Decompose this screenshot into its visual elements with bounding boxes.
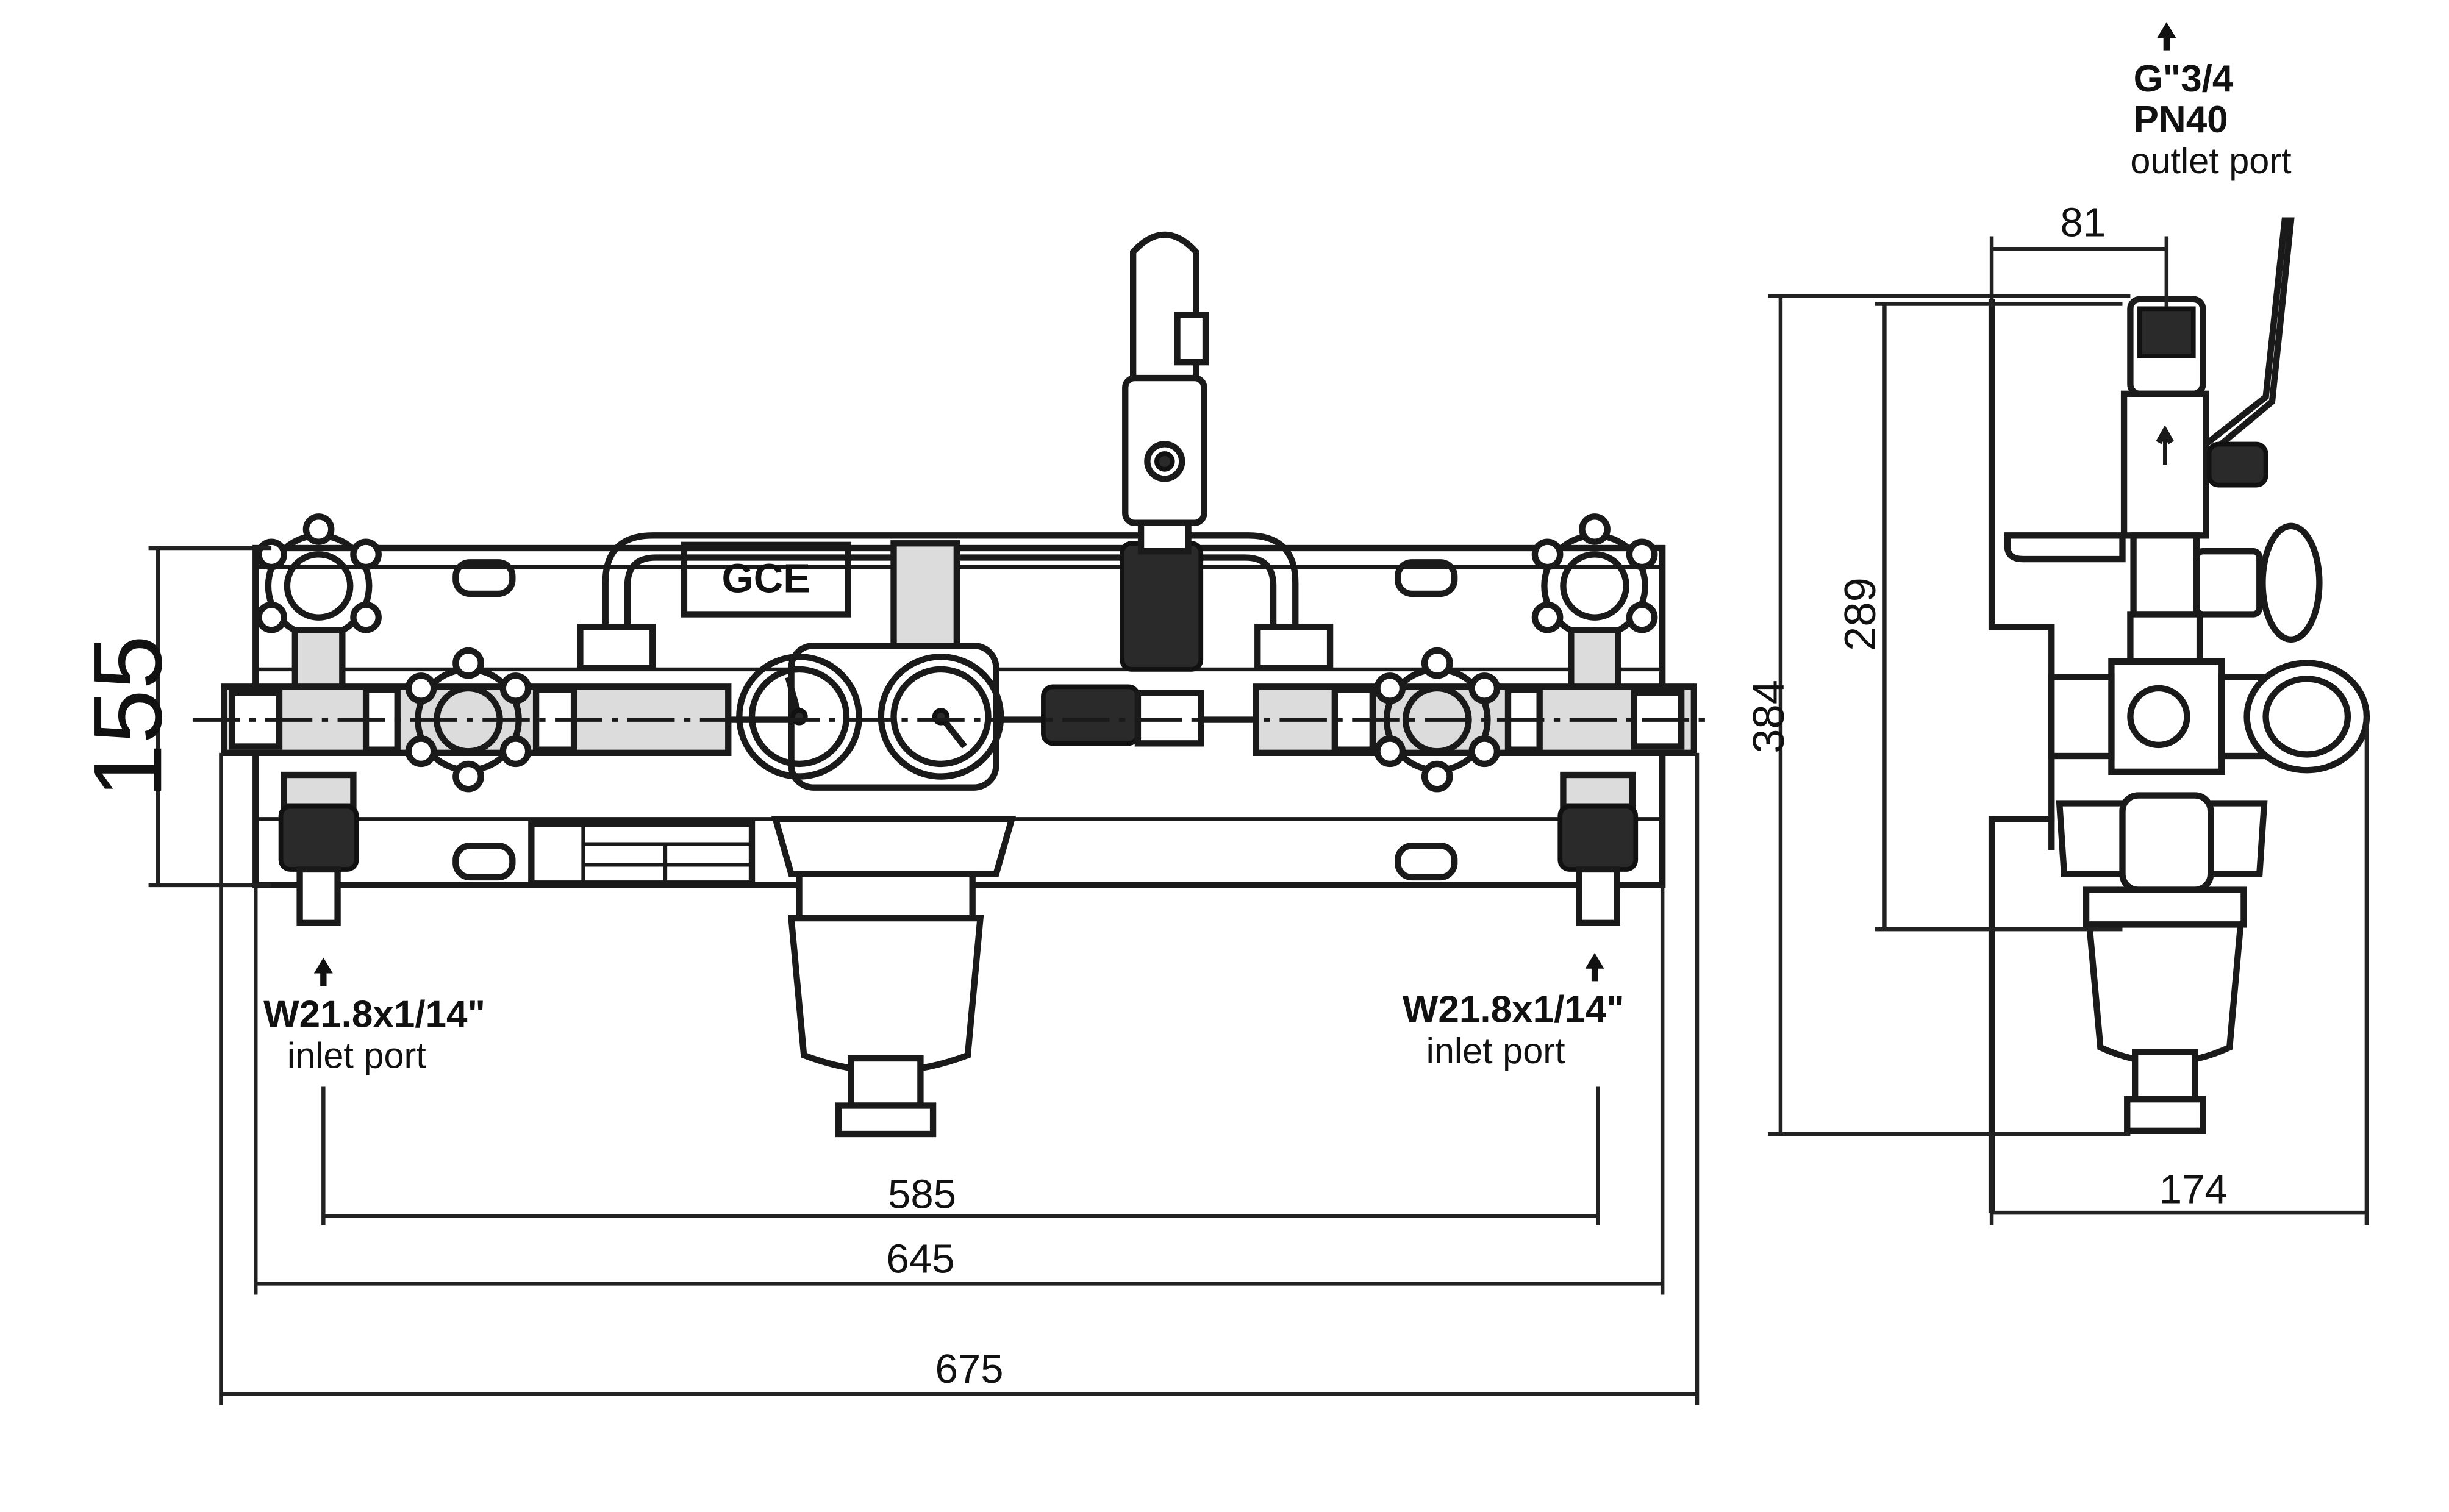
rating-plate	[528, 820, 756, 887]
filter-bowl	[787, 915, 984, 1074]
side-dimensions: 81 384 289 174	[1745, 200, 2369, 1225]
outlet-thread: G"3/4	[2134, 58, 2234, 100]
inlet-left-text: inlet port	[287, 1035, 426, 1076]
dim-height-front: 155	[73, 635, 182, 798]
dim-inlet-spacing: 585	[888, 1171, 956, 1217]
bypass-pipe	[602, 532, 1299, 661]
outlet-label: G"3/4 PN40 outlet port	[2130, 22, 2292, 181]
dim-width-overall: 675	[935, 1346, 1003, 1392]
up-arrow-icon	[2157, 22, 2176, 51]
inlet-label-right: W21.8x1/14" inlet port	[1403, 952, 1625, 1071]
brand-plate	[681, 541, 851, 618]
side-filter-bowl	[2086, 921, 2244, 1066]
up-arrow-icon	[1585, 952, 1604, 982]
inlet-left-thread: W21.8x1/14"	[263, 993, 485, 1035]
side-view	[1988, 217, 2370, 1213]
regulator-stem	[890, 540, 960, 654]
dim-outlet-offset: 81	[2061, 200, 2106, 246]
front-view: GCE	[192, 231, 1713, 1138]
dim-depth-overall: 174	[2159, 1167, 2228, 1213]
mounting-slots	[452, 559, 1458, 881]
inlet-right-thread: W21.8x1/14"	[1403, 989, 1625, 1031]
dim-width-panel: 645	[886, 1236, 954, 1282]
outlet-text: outlet port	[2130, 140, 2292, 181]
front-dimensions: 155 585 645 675	[73, 546, 1700, 1405]
pressure-gauge-icon	[736, 654, 862, 780]
dim-height-outlet: 289	[1836, 577, 1885, 651]
handwheel-icon	[2259, 522, 2323, 643]
outlet-pressure: PN40	[2134, 99, 2228, 141]
inlet-right-text: inlet port	[1426, 1030, 1565, 1071]
dim-height-total: 384	[1745, 680, 1793, 754]
brand-logo: GCE	[721, 555, 810, 601]
handwheel-icon	[1374, 647, 1501, 793]
inlet-label-left: W21.8x1/14" inlet port	[263, 957, 485, 1076]
ball-valve	[1122, 374, 1207, 526]
up-arrow-icon	[313, 957, 333, 986]
